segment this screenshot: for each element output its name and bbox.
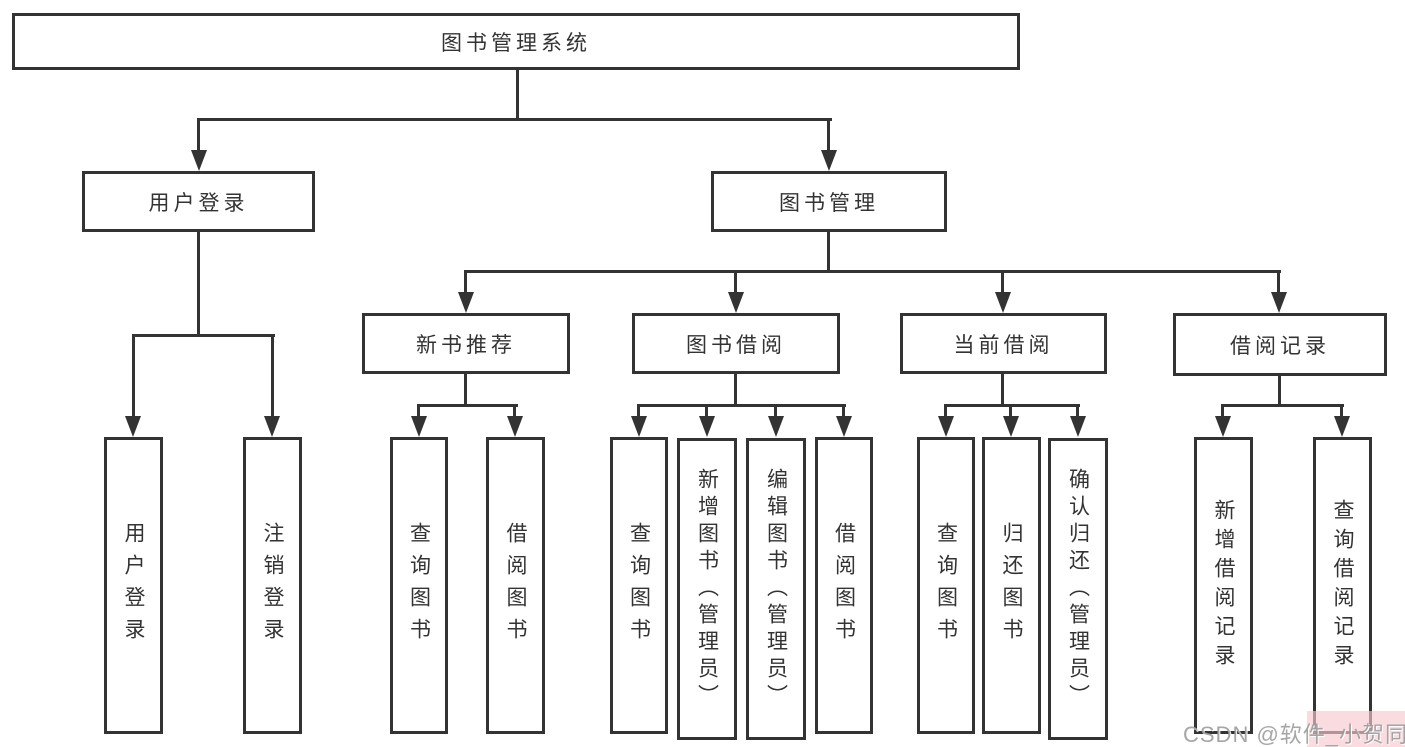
leaf-query-books-recommend-label: 查询图书 xyxy=(407,521,431,650)
connector-line xyxy=(734,270,737,296)
connector-line xyxy=(1221,404,1344,407)
leaf-borrow-books: 借阅图书 xyxy=(815,437,873,734)
connector-line xyxy=(1001,374,1004,407)
leaf-add-borrow-record: 新增借阅记录 xyxy=(1194,437,1253,734)
connector-line xyxy=(1221,404,1224,418)
leaf-borrow-books-label: 借阅图书 xyxy=(832,521,856,650)
node-borrowing-records: 借阅记录 xyxy=(1173,313,1387,376)
arrow-down-icon xyxy=(1215,416,1231,437)
arrow-down-icon xyxy=(458,292,474,313)
node-library-system: 图书管理系统 xyxy=(12,13,1020,70)
node-current-borrowing-label: 当前借阅 xyxy=(953,333,1054,357)
connector-line xyxy=(705,404,708,418)
connector-line xyxy=(637,404,640,418)
node-book-management-label: 图书管理 xyxy=(779,191,879,215)
leaf-logout: 注销登录 xyxy=(243,437,302,734)
leaf-confirm-return-admin: 确认归还（管理员） xyxy=(1048,438,1108,740)
connector-line xyxy=(827,118,830,152)
leaf-return-books: 归还图书 xyxy=(982,437,1041,734)
connector-line xyxy=(464,270,1281,273)
node-book-management: 图书管理 xyxy=(711,171,947,232)
leaf-logout-label: 注销登录 xyxy=(261,521,284,650)
node-book-borrowing: 图书借阅 xyxy=(632,313,840,374)
arrow-down-icon xyxy=(125,416,141,437)
arrow-down-icon xyxy=(995,292,1011,313)
leaf-add-borrow-record-label: 新增借阅记录 xyxy=(1212,498,1235,673)
node-new-book-recommend-label: 新书推荐 xyxy=(416,333,516,357)
arrow-down-icon xyxy=(699,416,715,437)
arrow-down-icon xyxy=(191,150,207,171)
arrow-down-icon xyxy=(1271,292,1287,313)
arrow-down-icon xyxy=(264,416,280,437)
leaf-add-books-admin-label: 新增图书（管理员） xyxy=(695,467,719,711)
connector-line xyxy=(1076,404,1079,418)
connector-line xyxy=(1009,404,1012,418)
leaf-query-books-current-label: 查询图书 xyxy=(934,521,958,650)
arrow-down-icon xyxy=(768,416,784,437)
connector-line xyxy=(734,374,737,407)
arrow-down-icon xyxy=(821,150,837,171)
connector-line xyxy=(1001,270,1004,296)
leaf-edit-books-admin: 编辑图书（管理员） xyxy=(746,438,806,740)
arrow-down-icon xyxy=(1070,416,1086,437)
connector-line xyxy=(464,374,467,407)
arrow-down-icon xyxy=(1003,416,1019,437)
connector-line xyxy=(842,404,845,418)
connector-line xyxy=(637,404,846,407)
connector-line xyxy=(827,232,830,273)
arrow-down-icon xyxy=(728,292,744,313)
connector-line xyxy=(1340,404,1343,418)
arrow-down-icon xyxy=(631,416,647,437)
connector-line xyxy=(197,232,200,337)
arrow-down-icon xyxy=(938,416,954,437)
arrow-down-icon xyxy=(411,416,427,437)
connector-line xyxy=(132,334,275,337)
node-user-login: 用户登录 xyxy=(82,171,315,232)
connector-line xyxy=(944,404,947,418)
arrow-down-icon xyxy=(1334,416,1350,437)
node-borrowing-records-label: 借阅记录 xyxy=(1230,334,1330,358)
connector-line xyxy=(774,404,777,418)
node-library-system-label: 图书管理系统 xyxy=(441,31,591,55)
leaf-add-books-admin: 新增图书（管理员） xyxy=(677,438,737,740)
connector-line xyxy=(1277,270,1280,296)
connector-line xyxy=(417,404,518,407)
connector-line xyxy=(271,334,274,418)
leaf-edit-books-admin-label: 编辑图书（管理员） xyxy=(764,467,788,711)
connector-line xyxy=(417,404,420,418)
leaf-query-borrow-record: 查询借阅记录 xyxy=(1313,437,1372,734)
connector-line xyxy=(197,118,200,152)
node-user-login-label: 用户登录 xyxy=(148,191,249,215)
leaf-query-books-borrowing: 查询图书 xyxy=(610,437,668,734)
leaf-return-books-label: 归还图书 xyxy=(1000,521,1023,650)
connector-line xyxy=(1278,376,1281,407)
leaf-confirm-return-admin-label: 确认归还（管理员） xyxy=(1066,467,1090,711)
connector-line xyxy=(197,118,832,121)
connector-line xyxy=(513,404,516,418)
connector-line xyxy=(464,270,467,296)
leaf-query-books-borrowing-label: 查询图书 xyxy=(627,521,651,650)
leaf-borrow-books-recommend-label: 借阅图书 xyxy=(504,521,527,650)
leaf-user-login-label: 用户登录 xyxy=(122,521,145,650)
leaf-borrow-books-recommend: 借阅图书 xyxy=(486,437,545,734)
node-book-borrowing-label: 图书借阅 xyxy=(686,333,786,357)
arrow-down-icon xyxy=(507,416,523,437)
connector-line xyxy=(516,70,519,120)
arrow-down-icon xyxy=(836,416,852,437)
leaf-query-books-current: 查询图书 xyxy=(917,437,975,734)
node-new-book-recommend: 新书推荐 xyxy=(362,313,570,374)
leaf-query-books-recommend: 查询图书 xyxy=(390,437,448,734)
connector-line xyxy=(132,334,135,418)
watermark-highlight xyxy=(1307,711,1405,747)
connector-line xyxy=(944,404,1080,407)
node-current-borrowing: 当前借阅 xyxy=(900,313,1107,374)
leaf-user-login: 用户登录 xyxy=(104,437,163,734)
leaf-query-borrow-record-label: 查询借阅记录 xyxy=(1331,498,1354,673)
watermark: CSDN @软件_小贺同学 xyxy=(1183,722,1405,747)
